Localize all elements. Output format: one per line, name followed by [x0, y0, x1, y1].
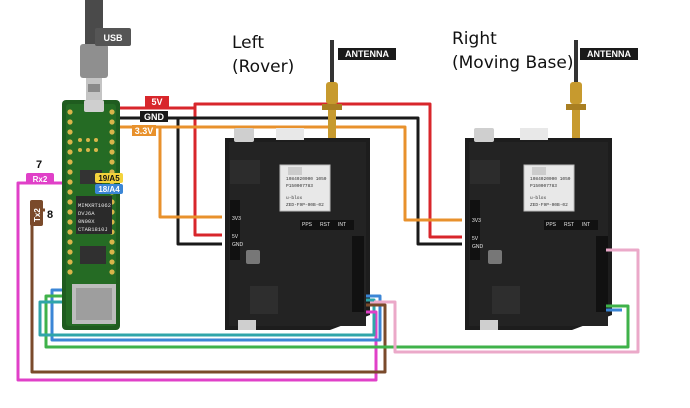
svg-text:5V: 5V	[472, 236, 479, 242]
wire-3v3	[120, 125, 222, 219]
gps-right-brand: u-blox	[530, 195, 547, 201]
right-title-line1: Right	[452, 29, 497, 49]
svg-text:Rx2: Rx2	[33, 175, 48, 184]
wire-gnd	[120, 116, 222, 246]
gps-right-model: ZED-F9P-00B-02	[530, 202, 568, 208]
power-tag-3v3: 3.3V	[132, 125, 156, 136]
rx2-label: Rx2	[26, 173, 54, 184]
gps-board-left: ANTENNA 1084020000 1050 P150007783 u-blo…	[225, 40, 396, 330]
wire-ends	[366, 248, 638, 314]
svg-text:GND: GND	[144, 112, 165, 122]
usb-label: USB	[103, 33, 123, 43]
svg-text:INT: INT	[582, 222, 590, 228]
gps-left-brand: u-blox	[286, 195, 303, 201]
teensy-board: MIMXRT1062 DVJ6A 0N00X CTAB1810J	[62, 100, 120, 330]
wire-gnd-right	[178, 116, 462, 246]
svg-text:PPS: PPS	[546, 222, 557, 228]
wire-5v-left	[193, 108, 222, 237]
chip-text-4: CTAB1810J	[78, 226, 108, 233]
gps-left-model: ZED-F9P-00B-02	[286, 202, 324, 208]
rx2-pin-number: 7	[36, 159, 42, 171]
svg-text:5V: 5V	[232, 234, 239, 240]
gps-board-right: ANTENNA 1084020000 1050 P150007783 u-blo…	[465, 40, 638, 330]
right-title-line2: (Moving Base)	[452, 53, 573, 73]
svg-text:GND: GND	[232, 242, 244, 248]
teensy-processor	[76, 196, 112, 234]
antenna-right-label: ANTENNA	[587, 49, 631, 59]
svg-text:3V3: 3V3	[232, 216, 241, 222]
antenna-right: ANTENNA	[566, 40, 638, 138]
antenna-left: ANTENNA	[322, 40, 396, 138]
gps-left-line1: 1084020000 1050	[286, 176, 327, 182]
svg-text:INT: INT	[338, 222, 346, 228]
svg-text:3.3V: 3.3V	[135, 126, 154, 136]
left-title-line1: Left	[232, 33, 264, 53]
gps-right-line1: 1084020000 1050	[530, 176, 571, 182]
tx2-label: Tx2	[30, 200, 43, 226]
wire-5v	[120, 102, 462, 239]
chip-text-2: DVJ6A	[78, 210, 95, 217]
svg-text:18/A4: 18/A4	[98, 185, 120, 194]
gps-right-line2: P150007783	[530, 183, 557, 189]
gps-left-line2: P150007783	[286, 183, 313, 189]
teensy-small-chip	[80, 246, 106, 264]
svg-text:GND: GND	[472, 244, 484, 250]
chip-text-1: MIMXRT1062	[78, 202, 111, 209]
wire-3v3-right	[160, 125, 462, 222]
svg-text:PPS: PPS	[302, 222, 313, 228]
svg-text:5V: 5V	[151, 97, 162, 107]
antenna-left-label: ANTENNA	[345, 49, 389, 59]
svg-text:3V3: 3V3	[472, 218, 481, 224]
tx2-pin-number: 8	[47, 209, 53, 221]
teensy-usb-port	[84, 100, 104, 112]
chip-text-3: 0N00X	[78, 218, 95, 225]
left-title-line2: (Rover)	[232, 57, 294, 77]
power-tag-gnd: GND	[140, 111, 168, 122]
a4-label: 18/A4	[95, 184, 123, 194]
svg-text:RST: RST	[320, 222, 330, 228]
usb-cable: USB	[80, 0, 131, 100]
svg-text:RST: RST	[564, 222, 574, 228]
svg-text:Tx2: Tx2	[33, 208, 42, 222]
svg-text:19/A5: 19/A5	[98, 174, 120, 183]
power-tag-5v: 5V	[145, 96, 169, 107]
a5-label: 19/A5	[95, 173, 123, 183]
